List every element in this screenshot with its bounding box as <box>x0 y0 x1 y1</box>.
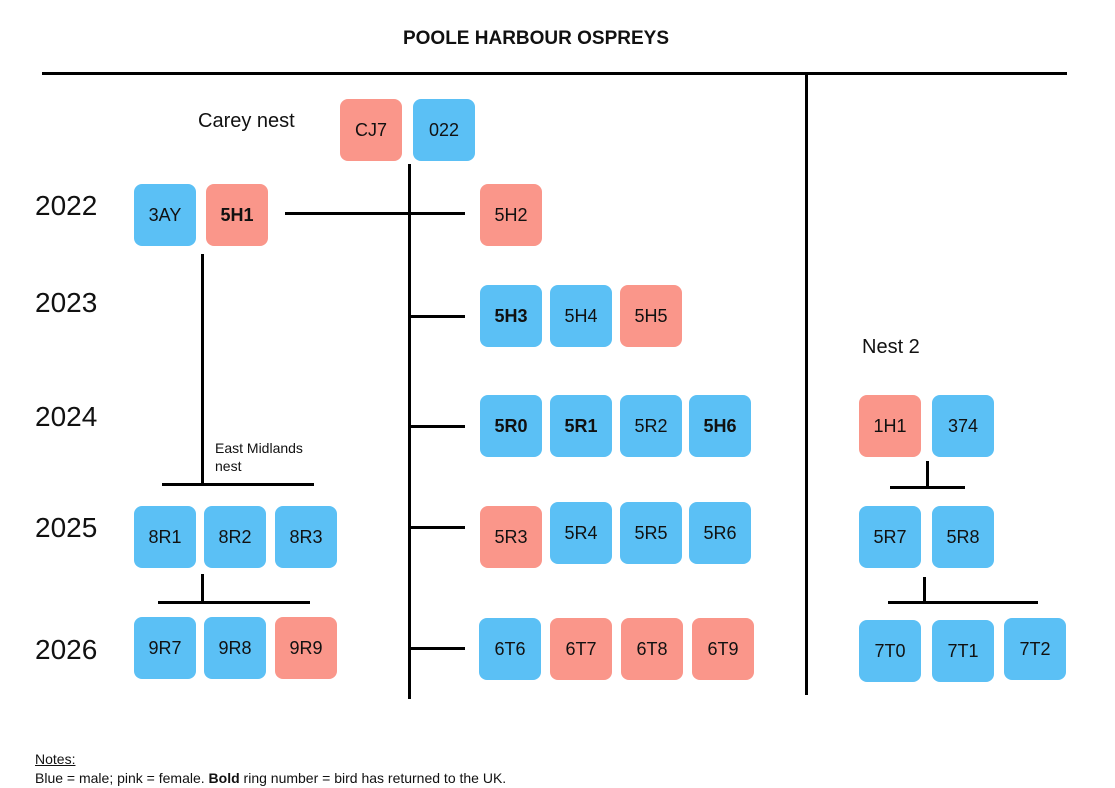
branch-2025 <box>410 526 465 529</box>
notes-legend-line: Blue = male; pink = female. Bold ring nu… <box>35 769 506 788</box>
bird-box-5h2: 5H2 <box>480 184 542 246</box>
link-5h1-5h2 <box>285 212 465 215</box>
bird-box-5h3: 5H3 <box>480 285 542 347</box>
bird-box-6t7: 6T7 <box>550 618 612 680</box>
east-midlands-bar-2026 <box>158 601 310 604</box>
east-midlands-trunk <box>201 254 204 484</box>
east-midlands-bar-2025 <box>162 483 314 486</box>
bird-box-8r2: 8R2 <box>204 506 266 568</box>
bird-box-5r6: 5R6 <box>689 502 751 564</box>
bird-box-8r1: 8R1 <box>134 506 196 568</box>
carey-trunk-line <box>408 164 411 699</box>
bird-box-9r9: 9R9 <box>275 617 337 679</box>
bird-box-8r3: 8R3 <box>275 506 337 568</box>
bird-box-5h5: 5H5 <box>620 285 682 347</box>
bird-box-5r2: 5R2 <box>620 395 682 457</box>
year-2024: 2024 <box>35 401 98 432</box>
notes-legend-bold: Bold <box>208 770 240 786</box>
bird-box-5r8: 5R8 <box>932 506 994 568</box>
header-divider <box>42 72 1067 75</box>
year-2022: 2022 <box>35 190 98 221</box>
bird-box-5r4: 5R4 <box>550 502 612 564</box>
east-midlands-stem-2026 <box>201 574 204 602</box>
bird-box-374: 374 <box>932 395 994 457</box>
notes-legend-part1: Blue = male; pink = female. <box>35 770 209 786</box>
bird-box-9r8: 9R8 <box>204 617 266 679</box>
bird-box-6t6: 6T6 <box>479 618 541 680</box>
bird-box-7t0: 7T0 <box>859 620 921 682</box>
bird-box-5r5: 5R5 <box>620 502 682 564</box>
bird-box-3ay: 3AY <box>134 184 196 246</box>
bird-box-5h1: 5H1 <box>206 184 268 246</box>
bird-box-9r7: 9R7 <box>134 617 196 679</box>
bird-box-5r1: 5R1 <box>550 395 612 457</box>
nest2-label: Nest 2 <box>862 336 920 358</box>
branch-2024 <box>410 425 465 428</box>
bird-box-5r0: 5R0 <box>480 395 542 457</box>
branch-2026 <box>410 647 465 650</box>
east-midlands-label-line1: East Midlands <box>215 440 303 456</box>
nest2-divider <box>805 74 808 695</box>
nest2-bar-2026 <box>888 601 1038 604</box>
carey-nest-label: Carey nest <box>198 110 295 132</box>
bird-box-5h4: 5H4 <box>550 285 612 347</box>
bird-box-cj7: CJ7 <box>340 99 402 161</box>
year-2023: 2023 <box>35 287 98 318</box>
bird-box-6t8: 6T8 <box>621 618 683 680</box>
bird-box-1h1: 1H1 <box>859 395 921 457</box>
page-title: POOLE HARBOUR OSPREYS <box>402 28 670 49</box>
bird-box-7t1: 7T1 <box>932 620 994 682</box>
notes-heading: Notes: <box>35 751 76 767</box>
nest2-stem-2026 <box>923 577 926 603</box>
branch-2023 <box>410 315 465 318</box>
east-midlands-nest-label: East Midlands nest <box>215 439 303 475</box>
bird-box-022: 022 <box>413 99 475 161</box>
east-midlands-label-line2: nest <box>215 458 242 474</box>
bird-box-5h6: 5H6 <box>689 395 751 457</box>
bird-box-5r3: 5R3 <box>480 506 542 568</box>
bird-box-7t2: 7T2 <box>1004 618 1066 680</box>
notes-block: Notes: Blue = male; pink = female. Bold … <box>35 750 506 788</box>
notes-legend-part2: ring number = bird has returned to the U… <box>239 770 507 786</box>
bird-box-6t9: 6T9 <box>692 618 754 680</box>
year-2026: 2026 <box>35 634 98 665</box>
nest2-stem-2025 <box>926 461 929 487</box>
year-2025: 2025 <box>35 512 98 543</box>
bird-box-5r7: 5R7 <box>859 506 921 568</box>
nest2-bar-2025 <box>890 486 965 489</box>
